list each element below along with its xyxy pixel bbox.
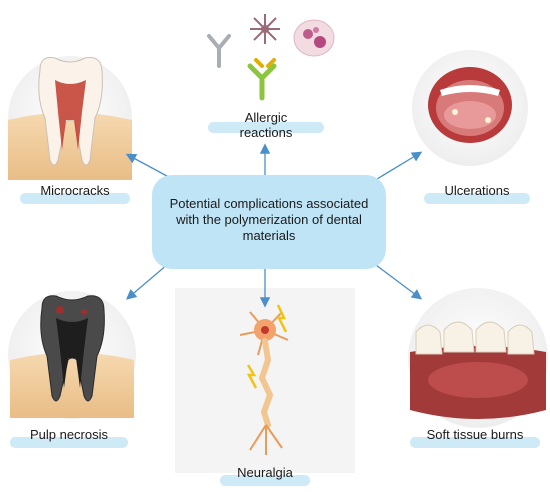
allergic-pill [208,122,324,133]
blood-cell-icon [293,19,335,57]
necrotic-tooth-icon [10,295,134,418]
gum-burn-icon [410,321,546,419]
burns-label: Soft tissue burns [426,427,524,442]
allergic-line-1: Allergic [244,110,288,125]
allergic-label: Allergic reactions [208,110,324,140]
pulp-pill [10,437,128,448]
center-line-3: materials [242,228,296,243]
neuralgia-label: Neuralgia [237,465,293,480]
ulcerations-pill [424,193,530,204]
center-text: Potential complications associated with … [152,196,386,244]
antibody-icon [207,34,231,68]
healthy-tooth-icon [8,57,132,180]
center-line-1: Potential complications associated [169,196,369,211]
center-line-2: with the polymerization of dental [176,212,362,227]
microcracks-pill [20,193,130,204]
mouth-ulcer-icon [428,67,512,143]
ulcerations-label: Ulcerations [444,183,510,198]
burns-pill [410,437,540,448]
pulp-label: Pulp necrosis [29,427,109,442]
allergic-line-2: reactions [239,125,293,140]
microcracks-label: Microcracks [40,183,110,198]
mast-cell-icon [250,14,280,44]
neuralgia-pill [220,475,310,486]
antibody-colored-icon [247,58,277,101]
center-box [152,175,386,269]
neuron-icon [239,304,289,455]
